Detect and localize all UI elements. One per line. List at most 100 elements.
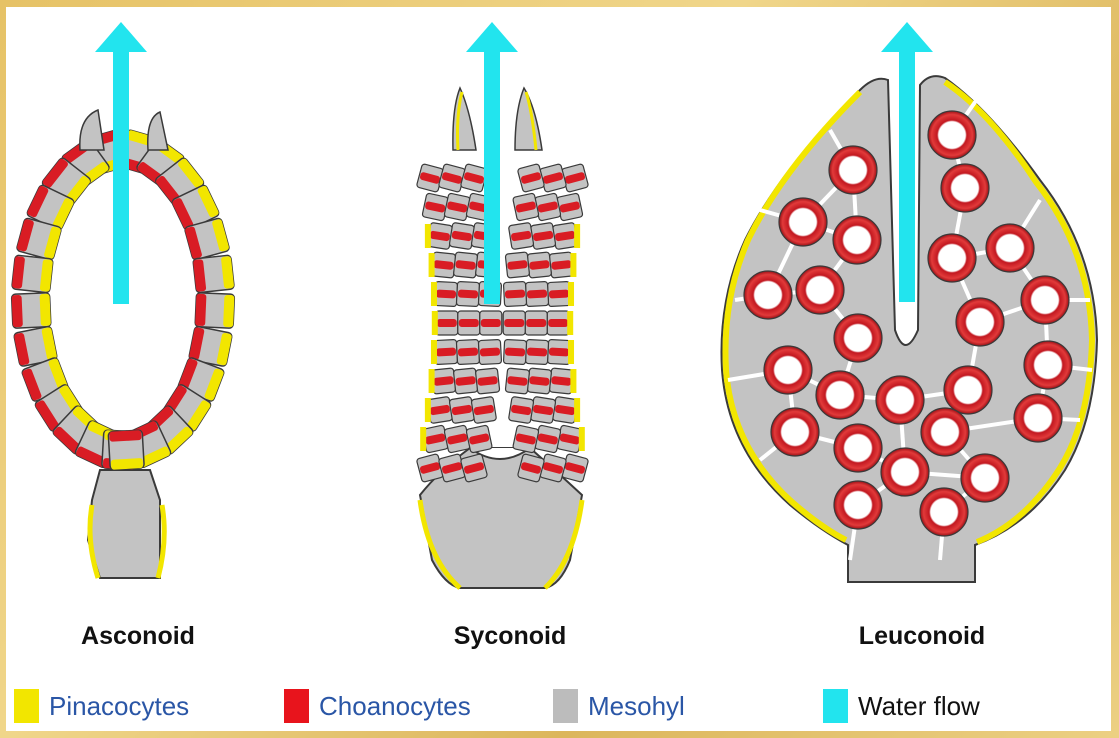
legend-choanocytes: Choanocytes	[284, 688, 471, 724]
legend-label-water-flow: Water flow	[858, 691, 980, 722]
syconoid-outer-cell	[425, 224, 431, 248]
syconoid-outer-cell	[432, 311, 438, 335]
leuconoid-chamber	[834, 424, 882, 472]
leuconoid-chamber	[986, 224, 1034, 272]
syconoid-cell	[444, 425, 471, 453]
syconoid-cell	[525, 339, 548, 364]
syconoid-outer-cell	[568, 282, 574, 306]
syconoid-cell	[547, 311, 569, 335]
syconoid-cell	[449, 396, 474, 423]
asconoid-cell	[193, 255, 234, 293]
syconoid-cell	[438, 164, 465, 193]
legend-mesohyl: Mesohyl	[553, 688, 685, 724]
syconoid-cell	[434, 281, 457, 306]
syconoid-outer-cell	[574, 398, 580, 422]
leuconoid-chamber	[1014, 394, 1062, 442]
leuconoid-chamber	[928, 111, 976, 159]
syconoid-outer-cell	[425, 398, 431, 422]
leuconoid-chamber	[941, 164, 989, 212]
leuconoid-chamber	[876, 376, 924, 424]
syconoid-outer-cell	[574, 224, 580, 248]
syconoid-outer-cell	[431, 340, 437, 364]
syconoid-cell	[530, 222, 555, 249]
syconoid-cell	[444, 193, 471, 221]
syconoid-cell	[471, 396, 496, 423]
leuconoid-chamber	[956, 298, 1004, 346]
syconoid-cell	[527, 252, 551, 278]
syconoid-cell	[475, 368, 499, 394]
leuconoid-chamber	[928, 234, 976, 282]
syconoid-cell	[503, 311, 525, 335]
syconoid-cell	[513, 193, 540, 221]
leuconoid-chamber	[833, 216, 881, 264]
leuconoid-chamber	[920, 488, 968, 536]
label-leuconoid: Leuconoid	[812, 622, 1032, 651]
syconoid-outer-cell	[570, 253, 576, 277]
syconoid-cell	[547, 339, 570, 364]
leuconoid-chamber	[771, 408, 819, 456]
leuconoid-chamber	[796, 266, 844, 314]
syconoid-cell	[434, 339, 457, 364]
asconoid-cell	[195, 293, 234, 329]
leuconoid-chamber	[779, 198, 827, 246]
syconoid-figure	[416, 88, 588, 588]
leuconoid-chamber	[1024, 341, 1072, 389]
label-syconoid: Syconoid	[400, 622, 620, 651]
syconoid-cell	[431, 368, 455, 394]
syconoid-cell	[449, 222, 474, 249]
syconoid-cell	[517, 164, 544, 193]
syconoid-cell	[561, 164, 588, 193]
syconoid-cell	[525, 281, 548, 306]
leuconoid-chamber	[961, 454, 1009, 502]
syconoid-cell	[505, 252, 529, 278]
legend-label-mesohyl: Mesohyl	[588, 691, 685, 722]
syconoid-cell	[547, 281, 570, 306]
syconoid-cell	[416, 454, 443, 483]
syconoid-cell	[535, 425, 562, 453]
syconoid-cell	[552, 396, 577, 423]
legend-pinacocytes: Pinacocytes	[14, 688, 189, 724]
leuconoid-chamber	[764, 346, 812, 394]
legend-swatch-pinacocytes	[14, 689, 39, 723]
syconoid-cell	[527, 368, 551, 394]
syconoid-right-wall	[503, 164, 589, 483]
syconoid-cell	[478, 339, 501, 364]
syconoid-cell	[422, 193, 449, 221]
leuconoid-chamber	[744, 271, 792, 319]
syconoid-outer-cell	[431, 282, 437, 306]
asconoid-cell	[108, 430, 144, 470]
legend-water-flow: Water flow	[823, 688, 980, 724]
syconoid-outer-cell	[420, 427, 426, 451]
syconoid-cell	[505, 368, 529, 394]
syconoid-cell	[549, 252, 573, 278]
leuconoid-chamber	[834, 314, 882, 362]
syconoid-cell	[513, 425, 540, 453]
leuconoid-chamber	[1021, 276, 1069, 324]
syconoid-cell	[539, 164, 566, 193]
leuconoid-chamber	[881, 448, 929, 496]
syconoid-outer-cell	[568, 340, 574, 364]
syconoid-outer-cell	[429, 369, 435, 393]
leuconoid-chamber	[834, 481, 882, 529]
syconoid-cell	[466, 425, 493, 453]
syconoid-cell	[480, 311, 502, 335]
syconoid-cell	[436, 311, 458, 335]
syconoid-cell	[453, 368, 477, 394]
syconoid-cell	[503, 339, 526, 364]
legend-label-pinacocytes: Pinacocytes	[49, 691, 189, 722]
syconoid-outer-cell	[570, 369, 576, 393]
syconoid-outer-cell	[579, 427, 585, 451]
syconoid-cell	[458, 311, 480, 335]
asconoid-base	[88, 470, 160, 578]
legend-label-choanocytes: Choanocytes	[319, 691, 471, 722]
syconoid-outer-cell	[567, 311, 573, 335]
syconoid-cell	[525, 311, 547, 335]
label-asconoid: Asconoid	[28, 622, 248, 651]
syconoid-cell	[535, 193, 562, 221]
legend-swatch-water-flow	[823, 689, 848, 723]
syconoid-cell	[549, 368, 573, 394]
legend-swatch-choanocytes	[284, 689, 309, 723]
syconoid-cell	[456, 339, 479, 364]
syconoid-cell	[508, 396, 533, 423]
syconoid-cell	[427, 396, 452, 423]
